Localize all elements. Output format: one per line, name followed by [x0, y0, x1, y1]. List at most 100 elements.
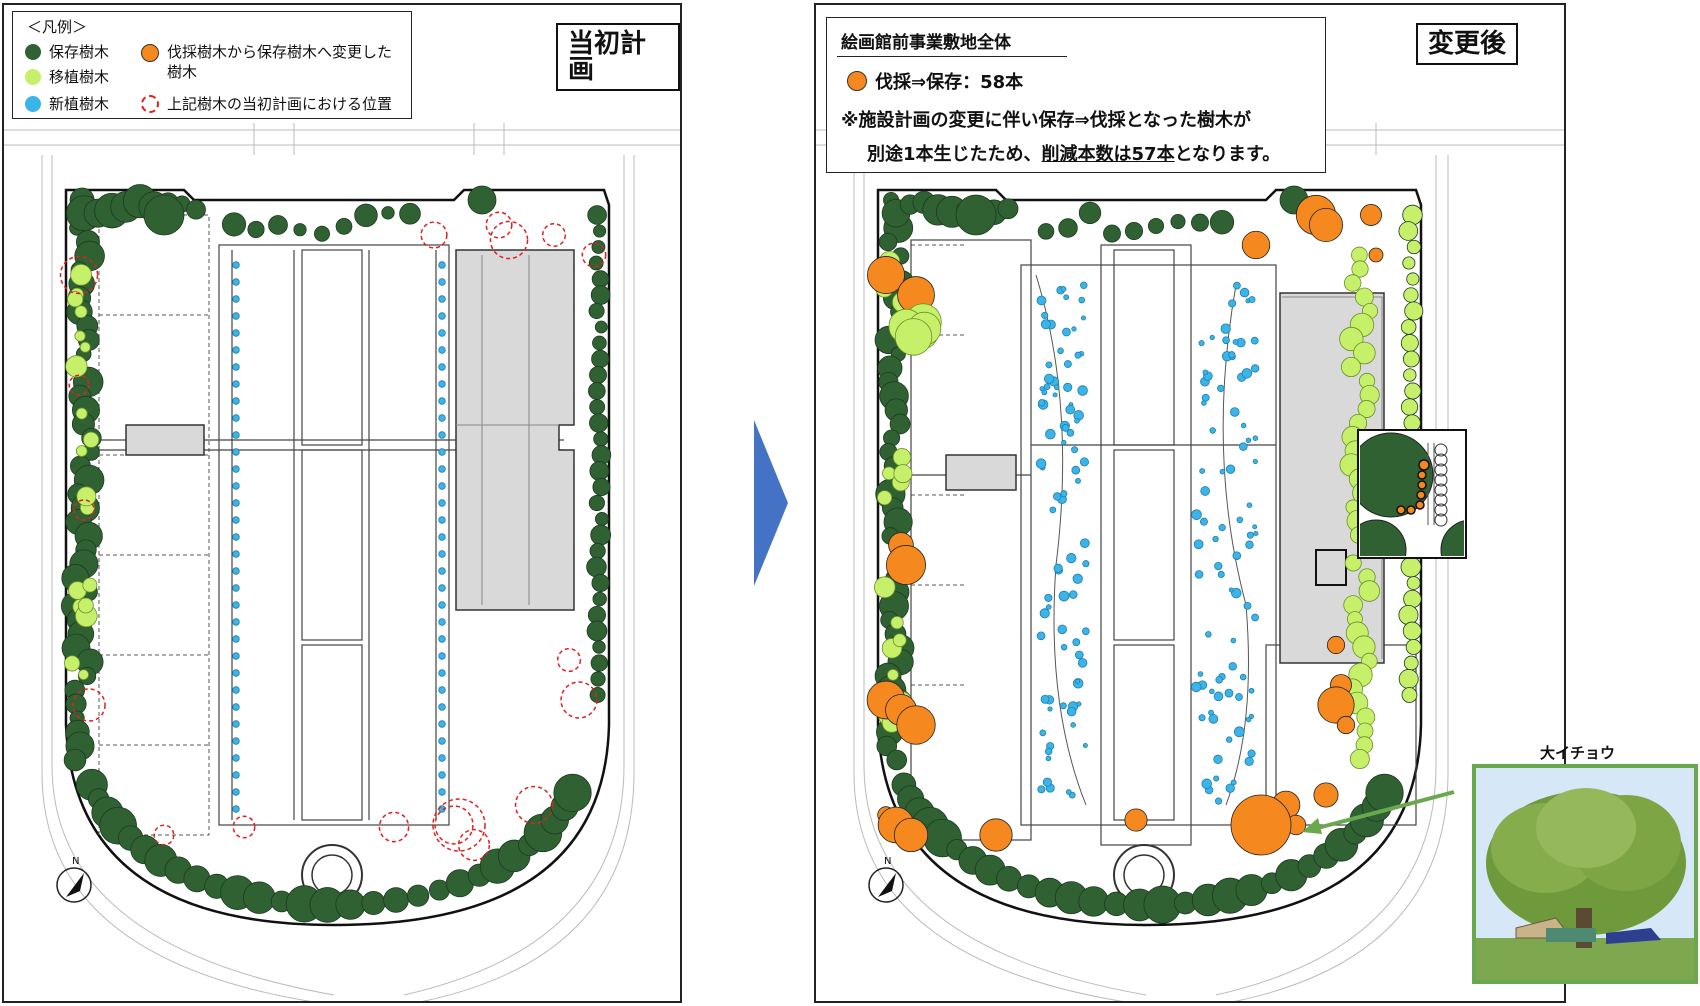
new-tree-icon — [1053, 563, 1063, 573]
new-tree-icon — [1037, 785, 1046, 794]
preserved-tree-icon — [335, 218, 353, 235]
new-tree-icon — [1071, 446, 1079, 454]
transplanted-tree-icon — [1357, 400, 1376, 418]
new-tree-icon — [1248, 687, 1255, 694]
original-position-icon — [420, 221, 448, 249]
original-position-icon — [378, 811, 410, 843]
new-tree-icon — [438, 397, 446, 405]
new-tree-icon — [232, 329, 240, 337]
original-position-icon — [68, 374, 90, 396]
new-tree-icon — [438, 431, 446, 439]
new-tree-icon — [1057, 624, 1068, 635]
transplanted-tree-icon — [1398, 604, 1419, 626]
transplanted-tree-icon — [894, 318, 933, 356]
new-tree-icon — [1039, 729, 1047, 737]
new-tree-icon — [1065, 789, 1072, 795]
preserved-tree-icon — [589, 542, 606, 560]
new-tree-icon — [232, 397, 240, 405]
preserved-tree-icon — [594, 512, 609, 526]
new-tree-icon — [438, 533, 446, 541]
new-tree-icon — [232, 652, 240, 660]
new-tree-icon — [1230, 407, 1240, 417]
preserved-tree-icon — [243, 881, 276, 914]
new-tree-icon — [1219, 468, 1226, 475]
new-tree-icon — [1235, 693, 1243, 701]
preserved-tree-icon — [591, 349, 610, 369]
new-tree-icon — [232, 601, 240, 609]
new-tree-icon — [1209, 334, 1215, 341]
transplanted-tree-icon — [65, 355, 88, 378]
changed-tree-icon — [1368, 247, 1384, 263]
transplanted-tree-icon — [1353, 341, 1376, 365]
new-tree-icon — [1239, 442, 1248, 451]
new-tree-icon — [1191, 509, 1202, 520]
new-tree-icon — [438, 720, 446, 728]
new-tree-icon — [1057, 347, 1064, 355]
new-tree-icon — [1072, 638, 1081, 647]
new-tree-icon — [1063, 294, 1070, 301]
legend-title: ＜凡例＞ — [27, 18, 88, 36]
new-tree-icon — [232, 380, 240, 388]
new-tree-icon — [1198, 714, 1206, 722]
preserved-tree-icon — [186, 199, 206, 220]
preserved-tree-icon — [406, 884, 430, 907]
new-tree-icon — [1080, 281, 1088, 289]
new-tree-icon — [1197, 671, 1204, 677]
changed-tree-icon — [893, 817, 929, 853]
new-tree-icon — [1244, 756, 1254, 766]
transplanted-tree-icon — [74, 330, 86, 342]
transplanted-tree-icon — [890, 616, 904, 630]
new-tree-icon — [438, 482, 446, 490]
right-map-panel: N 絵画館前事業敷地全体 — [814, 3, 1566, 1003]
new-tree-icon — [232, 278, 240, 286]
preserved-tree-icon — [876, 735, 898, 757]
preserved-tree-icon — [335, 889, 366, 920]
changed-tree-icon — [1124, 808, 1148, 832]
new-tree-icon — [438, 584, 446, 592]
changed-tree-icon — [886, 545, 926, 585]
new-tree-icon — [438, 669, 446, 677]
new-tree-icon — [1232, 551, 1242, 560]
new-tree-icon — [1245, 437, 1252, 444]
new-tree-icon — [1209, 688, 1215, 695]
new-tree-icon — [1233, 281, 1241, 290]
new-tree-icon — [1228, 351, 1236, 359]
preserved-tree-icon — [589, 687, 606, 703]
transplanted-tree-icon — [76, 486, 97, 507]
new-tree-icon — [438, 788, 446, 796]
new-tree-icon — [232, 414, 240, 422]
new-tree-icon — [1213, 754, 1223, 765]
new-tree-icon — [232, 771, 240, 779]
new-tree-icon — [232, 482, 240, 490]
new-tree-icon — [1074, 650, 1084, 660]
preserved-tree-icon — [586, 620, 608, 642]
new-tree-icon — [1070, 722, 1076, 728]
changed-tree-icon — [847, 71, 867, 91]
new-tree-icon — [438, 346, 446, 354]
right-panel-title: 変更後 — [1416, 23, 1519, 65]
new-tree-icon — [1213, 691, 1224, 702]
new-tree-icon — [1225, 783, 1235, 793]
left-map-panel: N ＜凡例＞ 保存樹木 移植樹木 新植樹木 伐採樹木から保存樹木へ変更した樹木 … — [2, 3, 682, 1003]
new-tree-icon — [1077, 658, 1088, 668]
new-tree-icon — [1045, 604, 1052, 610]
new-tree-icon — [1250, 364, 1260, 373]
new-tree-icon — [1215, 676, 1223, 684]
preserved-tree-icon — [586, 556, 607, 578]
new-tree-icon — [232, 295, 240, 303]
new-tree-icon — [1045, 428, 1056, 440]
changed-tree-icon — [1336, 715, 1356, 735]
transplanted-tree-icon — [1402, 256, 1416, 270]
new-tree-icon — [1060, 643, 1068, 651]
original-position-icon — [457, 828, 491, 862]
legend-item-original-position: 上記樹木の当初計画における位置 — [141, 94, 392, 114]
new-tree-icon — [1066, 429, 1075, 437]
transplanted-tree-icon — [79, 341, 91, 353]
new-tree-icon — [1250, 336, 1259, 345]
preserved-tree-icon — [314, 225, 330, 242]
new-tree-icon — [438, 380, 446, 388]
new-tree-icon — [1044, 373, 1055, 384]
new-tree-icon — [1246, 531, 1254, 539]
new-tree-icon — [1252, 458, 1258, 465]
new-tree-icon — [438, 618, 446, 626]
